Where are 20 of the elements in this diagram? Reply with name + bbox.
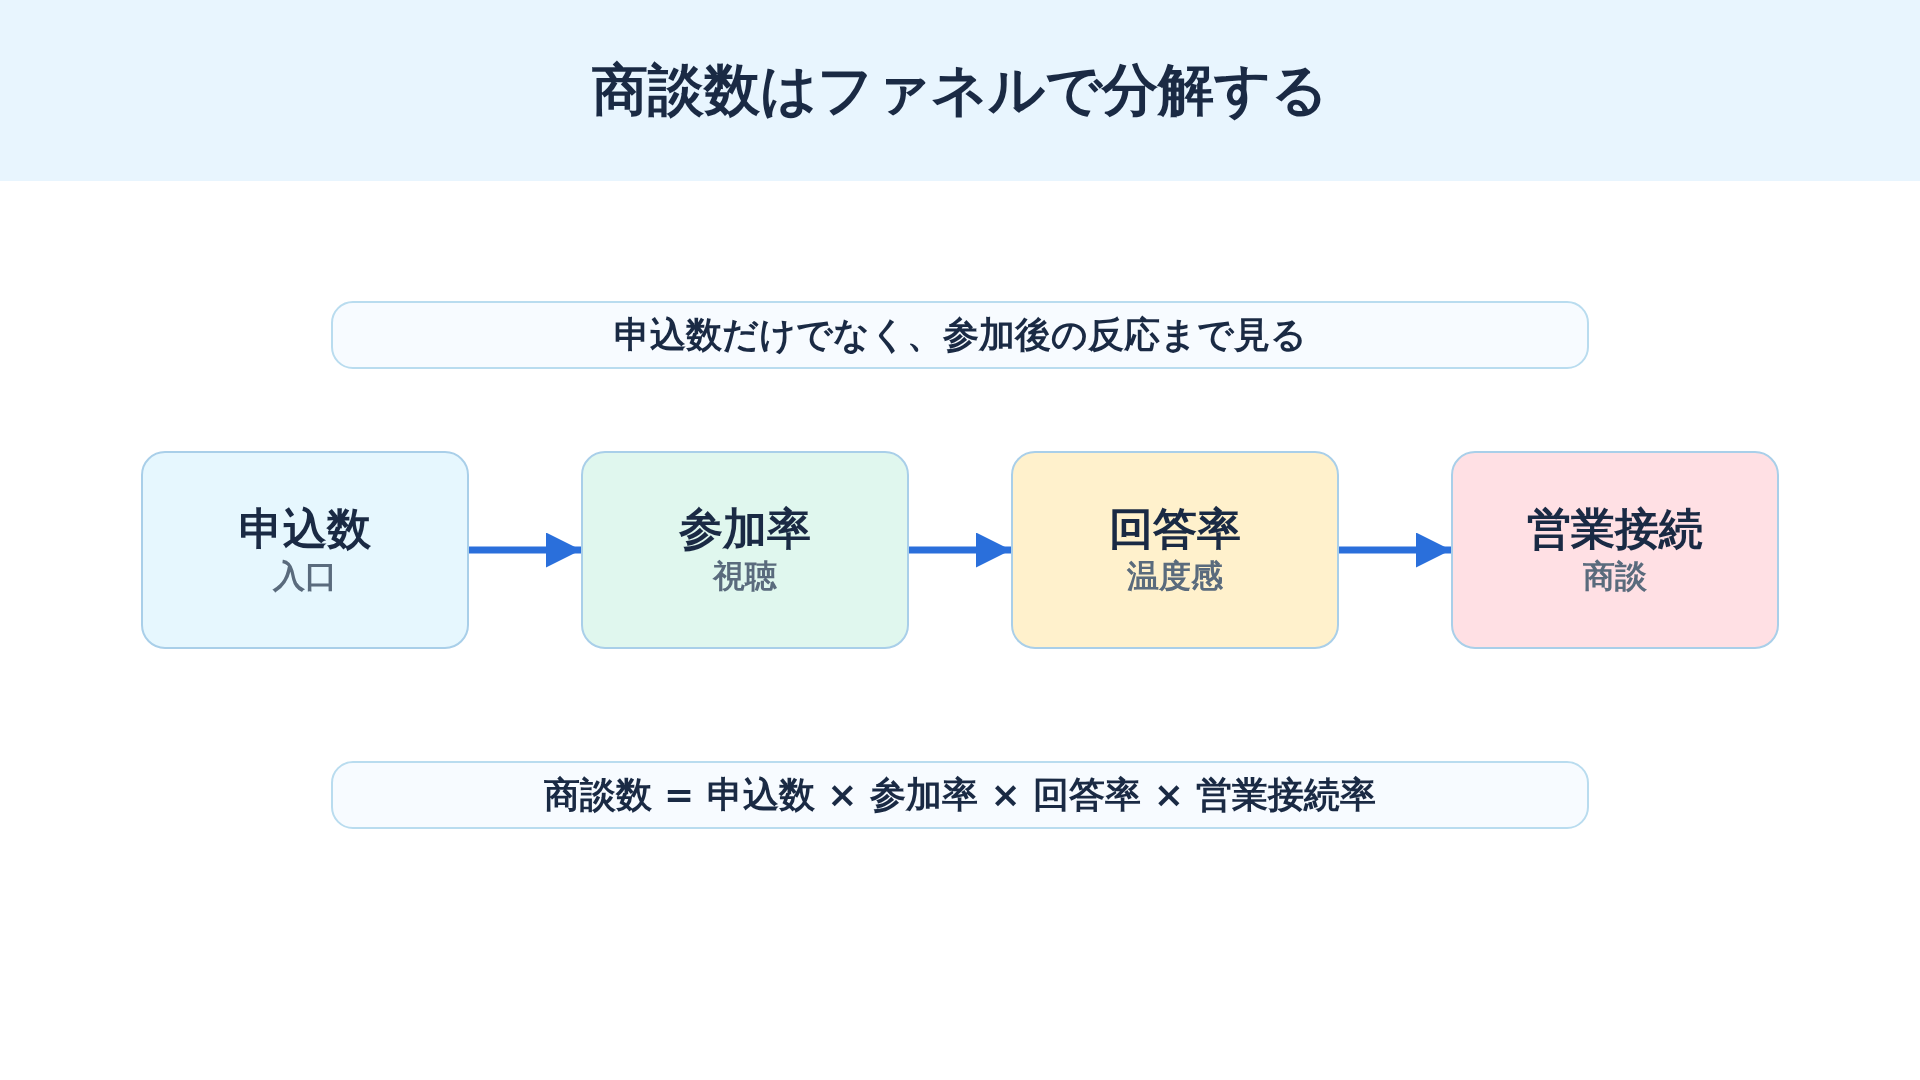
stage-box	[1011, 451, 1339, 649]
note-box	[331, 761, 1589, 829]
arrow	[1339, 532, 1451, 568]
arrow	[909, 532, 1011, 568]
stage-heading: 営業接続	[1527, 502, 1703, 556]
stage-subtitle: 入口	[273, 555, 337, 597]
stage-heading: 回答率	[1109, 502, 1241, 556]
note-text: 申込数だけでなく、参加後の反応まで見る	[613, 312, 1307, 357]
stage-heading: 参加率	[679, 502, 811, 556]
note-text: 商談数 = 申込数 × 参加率 × 回答率 × 営業接続率	[543, 772, 1377, 817]
stage-box	[141, 451, 469, 649]
note-box	[331, 301, 1589, 369]
stage-subtitle: 温度感	[1127, 555, 1223, 597]
stage-heading: 申込数	[239, 502, 371, 556]
stage-box	[1451, 451, 1779, 649]
stage-subtitle: 視聴	[713, 555, 777, 597]
stage-subtitle: 商談	[1583, 555, 1647, 597]
arrow	[469, 532, 581, 568]
stage-box	[581, 451, 909, 649]
title: 商談数はファネルで分解する	[592, 55, 1328, 124]
